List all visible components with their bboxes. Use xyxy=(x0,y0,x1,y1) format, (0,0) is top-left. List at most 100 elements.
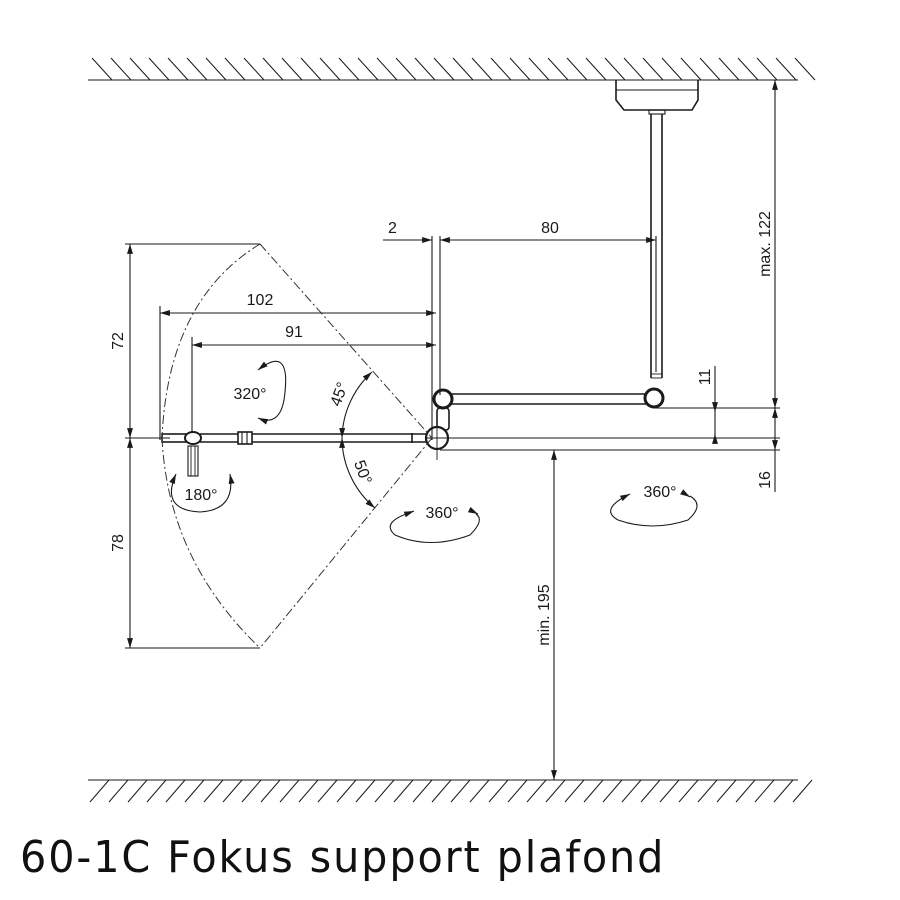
dim-91: 91 xyxy=(192,324,436,348)
hatch-line xyxy=(735,779,756,803)
hatch-line xyxy=(792,779,813,803)
hatch-line xyxy=(203,779,224,803)
hatch-line xyxy=(374,779,395,803)
hatch-line xyxy=(469,779,490,803)
hatch-line xyxy=(509,57,531,81)
hatch-line xyxy=(623,57,645,81)
hatch-line xyxy=(319,57,341,81)
dim-max-122: max. 122 xyxy=(757,80,778,408)
hatch-line xyxy=(317,779,338,803)
dim-91-label: 91 xyxy=(285,324,303,341)
hatch-line xyxy=(716,779,737,803)
hatch-line xyxy=(127,779,148,803)
dim-72-label: 72 xyxy=(110,332,127,350)
hatch-line xyxy=(298,779,319,803)
joint-and-spring-arm xyxy=(200,407,780,460)
tilt-angle-arcs: 45° 50° xyxy=(328,371,376,509)
dim-2-80: 2 80 xyxy=(383,220,656,243)
hatch-line xyxy=(146,779,167,803)
hatch-line xyxy=(775,57,797,81)
hatch-line xyxy=(450,779,471,803)
hatch-line xyxy=(148,57,170,81)
hatch-line xyxy=(773,779,794,803)
hatch-line xyxy=(262,57,284,81)
hatch-line xyxy=(241,779,262,803)
ceiling-mount xyxy=(615,80,699,115)
hatch-line xyxy=(336,779,357,803)
hatch-line xyxy=(697,779,718,803)
hatch-line xyxy=(433,57,455,81)
rotation-320-label: 320° xyxy=(233,386,266,403)
lamp-head xyxy=(161,431,202,477)
hatch-line xyxy=(490,57,512,81)
hatch-line xyxy=(528,57,550,81)
rotation-360-joint: 360° xyxy=(389,505,480,543)
rotation-360-column-label: 360° xyxy=(643,484,676,501)
dim-16: 16 xyxy=(757,408,778,492)
hatch-line xyxy=(659,779,680,803)
hatch-line xyxy=(260,779,281,803)
dim-min-195-label: min. 195 xyxy=(536,584,553,645)
hatch-line xyxy=(754,779,775,803)
hatch-line xyxy=(110,57,132,81)
rotation-180: 180° xyxy=(169,473,235,513)
hatch-line xyxy=(357,57,379,81)
horizontal-arm xyxy=(432,387,780,410)
hatch-line xyxy=(395,57,417,81)
hatch-line xyxy=(718,57,740,81)
hatch-line xyxy=(699,57,721,81)
hatch-line xyxy=(566,57,588,81)
page-title: 60-1C Fokus support plafond xyxy=(20,832,666,883)
vertical-column xyxy=(650,114,663,379)
hatch-line xyxy=(376,57,398,81)
hatch-line xyxy=(108,779,129,803)
hatch-line xyxy=(756,57,778,81)
dim-102-label: 102 xyxy=(247,292,274,309)
hatch-line xyxy=(205,57,227,81)
hatch-line xyxy=(431,779,452,803)
hatch-line xyxy=(393,779,414,803)
dim-min-195: min. 195 xyxy=(536,450,557,780)
rotation-320: 320° xyxy=(233,360,287,425)
hatch-line xyxy=(186,57,208,81)
hatch-line xyxy=(604,57,626,81)
hatch-line xyxy=(545,779,566,803)
hatch-line xyxy=(167,57,189,81)
hatch-line xyxy=(355,779,376,803)
dim-11: 11 xyxy=(690,366,722,444)
rotation-360-column: 360° xyxy=(610,484,698,527)
hatch-line xyxy=(507,779,528,803)
hatch-line xyxy=(585,57,607,81)
ceiling xyxy=(88,57,816,81)
hatch-line xyxy=(621,779,642,803)
reach-envelope xyxy=(161,243,433,649)
hatch-line xyxy=(279,779,300,803)
hatch-line xyxy=(165,779,186,803)
hatch-line xyxy=(794,57,816,81)
hatch-line xyxy=(680,57,702,81)
hatch-line xyxy=(414,57,436,81)
hatch-line xyxy=(243,57,265,81)
dim-78-label: 78 xyxy=(110,534,127,552)
hatch-line xyxy=(412,779,433,803)
hatch-line xyxy=(452,57,474,81)
hatch-line xyxy=(222,779,243,803)
hatch-line xyxy=(184,779,205,803)
floor xyxy=(88,779,813,803)
hatch-line xyxy=(642,57,664,81)
hatch-line xyxy=(547,57,569,81)
dim-102: 102 xyxy=(160,292,436,316)
dim-11-label: 11 xyxy=(697,369,714,386)
hatch-line xyxy=(488,779,509,803)
hatch-line xyxy=(564,779,585,803)
hatch-line xyxy=(640,779,661,803)
hatch-line xyxy=(300,57,322,81)
hatch-line xyxy=(281,57,303,81)
hatch-line xyxy=(661,57,683,81)
hatch-line xyxy=(89,779,110,803)
hatch-line xyxy=(338,57,360,81)
hatch-line xyxy=(583,779,604,803)
dim-78: 78 xyxy=(110,438,260,649)
dim-max-122-label: max. 122 xyxy=(757,211,774,277)
dim-2-label: 2 xyxy=(388,220,397,237)
